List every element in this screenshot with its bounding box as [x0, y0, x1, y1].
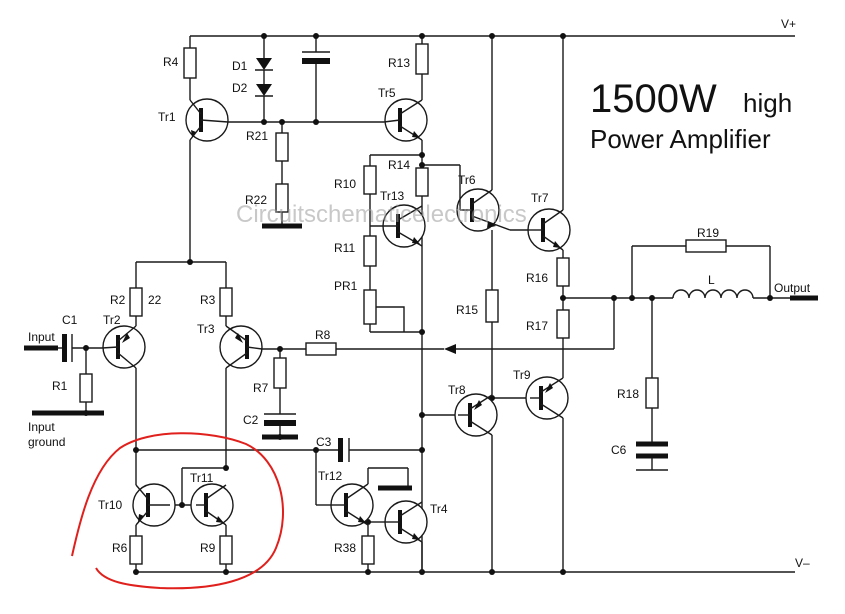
label-r6: R6 [112, 541, 128, 555]
diode-d1 [256, 58, 272, 70]
resistor-r7 [219, 535, 233, 565]
resistor-r19 [685, 239, 727, 253]
label-r22: R22 [245, 193, 267, 207]
label-l: L [708, 273, 715, 287]
resistor-r13 [415, 43, 429, 75]
transistor-tr5 [383, 98, 428, 142]
label-r1: R1 [52, 379, 68, 393]
label-c2: C2 [243, 413, 259, 427]
capacitor-c2 [264, 420, 296, 426]
label-tr7: Tr7 [531, 191, 549, 205]
transistor-tr13 [370, 204, 426, 248]
transistor-tr11 [190, 483, 234, 527]
label-output: Output [774, 281, 811, 295]
label-d1: D1 [232, 59, 248, 73]
junction-dots [83, 33, 773, 575]
label-tr10: Tr10 [98, 498, 123, 512]
watermark: Circuitschematicelectronics [236, 201, 527, 228]
label-tr11: Tr11 [190, 471, 214, 485]
resistor-r38 [361, 535, 375, 565]
transistor-tr9 [525, 376, 569, 420]
transistor-tr4 [384, 500, 428, 544]
label-r7: R9 [200, 541, 216, 555]
label-tr6: Tr6 [458, 173, 476, 187]
label-tr12: Tr12 [318, 469, 343, 483]
resistor-r4 [183, 47, 197, 79]
label-tr13: Tr13 [380, 189, 405, 203]
resistor-r17 [556, 309, 570, 339]
label-r2: R2 [110, 293, 126, 307]
label-r17: R17 [526, 319, 548, 333]
resistor-r11 [363, 235, 377, 267]
potentiometer-pr1 [363, 289, 377, 325]
transistor-tr8 [454, 393, 498, 437]
transistor-tr1 [185, 98, 229, 142]
label-input-ground-2: ground [28, 435, 65, 449]
label-r16: R16 [526, 271, 548, 285]
label-r9: R7 [253, 381, 269, 395]
label-tr2: Tr2 [103, 313, 121, 327]
resistor-r1 [79, 373, 93, 403]
transistor-tr2 [101, 325, 146, 369]
resistor-r8 [305, 342, 337, 356]
title-power-amplifier: Power Amplifier [590, 124, 771, 154]
resistor-r6 [129, 535, 143, 565]
label-vminus: V– [795, 556, 810, 570]
label-tr4: Tr4 [430, 502, 448, 516]
capacitor-c3 [338, 438, 343, 462]
label-r19: R19 [697, 226, 719, 240]
resistor-r10 [363, 165, 377, 195]
label-input-ground-1: Input [28, 420, 55, 434]
label-r21: R21 [246, 129, 268, 143]
transistor-tr7 [527, 208, 571, 252]
label-tr1: Tr1 [158, 110, 176, 124]
resistor-r9 [273, 357, 287, 389]
label-r2-value: 22 [148, 293, 162, 307]
label-input: Input [28, 330, 55, 344]
capacitor-c1 [62, 334, 67, 362]
label-r11: R11 [334, 241, 355, 255]
resistor-r14 [415, 167, 429, 197]
label-tr9: Tr9 [513, 368, 531, 382]
resistor-r2 [129, 287, 143, 317]
diode-d2 [256, 84, 272, 96]
resistor-r21 [275, 132, 289, 162]
label-r14: R14 [388, 158, 410, 172]
transistor-tr12 [330, 483, 374, 527]
label-r13: R13 [388, 56, 410, 70]
label-tr8: Tr8 [448, 383, 466, 397]
label-vplus: V+ [781, 17, 796, 31]
label-d2: D2 [232, 81, 248, 95]
label-r4: R4 [163, 55, 179, 69]
transistor-tr6 [456, 165, 511, 232]
label-c6: C6 [611, 443, 627, 457]
title-wattage: 1500W [590, 77, 717, 121]
inductor-l [672, 289, 754, 299]
label-c3: C3 [316, 435, 332, 449]
transistor-tr10 [132, 483, 176, 527]
label-r10: R10 [334, 177, 356, 191]
resistor-r3 [219, 287, 233, 317]
label-tr5: Tr5 [378, 86, 396, 100]
resistor-r18 [645, 377, 659, 409]
highlight-loop [71, 432, 284, 590]
title-high: high [743, 88, 792, 118]
resistor-r16 [556, 257, 570, 287]
transistor-tr3 [219, 325, 263, 369]
label-r8: R8 [315, 328, 331, 342]
resistor-r15 [485, 289, 499, 323]
label-c1: C1 [62, 313, 78, 327]
capacitor-top [302, 58, 330, 64]
label-tr3: Tr3 [197, 322, 215, 336]
label-pr1: PR1 [334, 279, 358, 293]
label-r38: R38 [334, 541, 356, 555]
label-r15: R15 [456, 303, 478, 317]
label-r18: R18 [617, 387, 639, 401]
label-r3: R3 [200, 293, 216, 307]
